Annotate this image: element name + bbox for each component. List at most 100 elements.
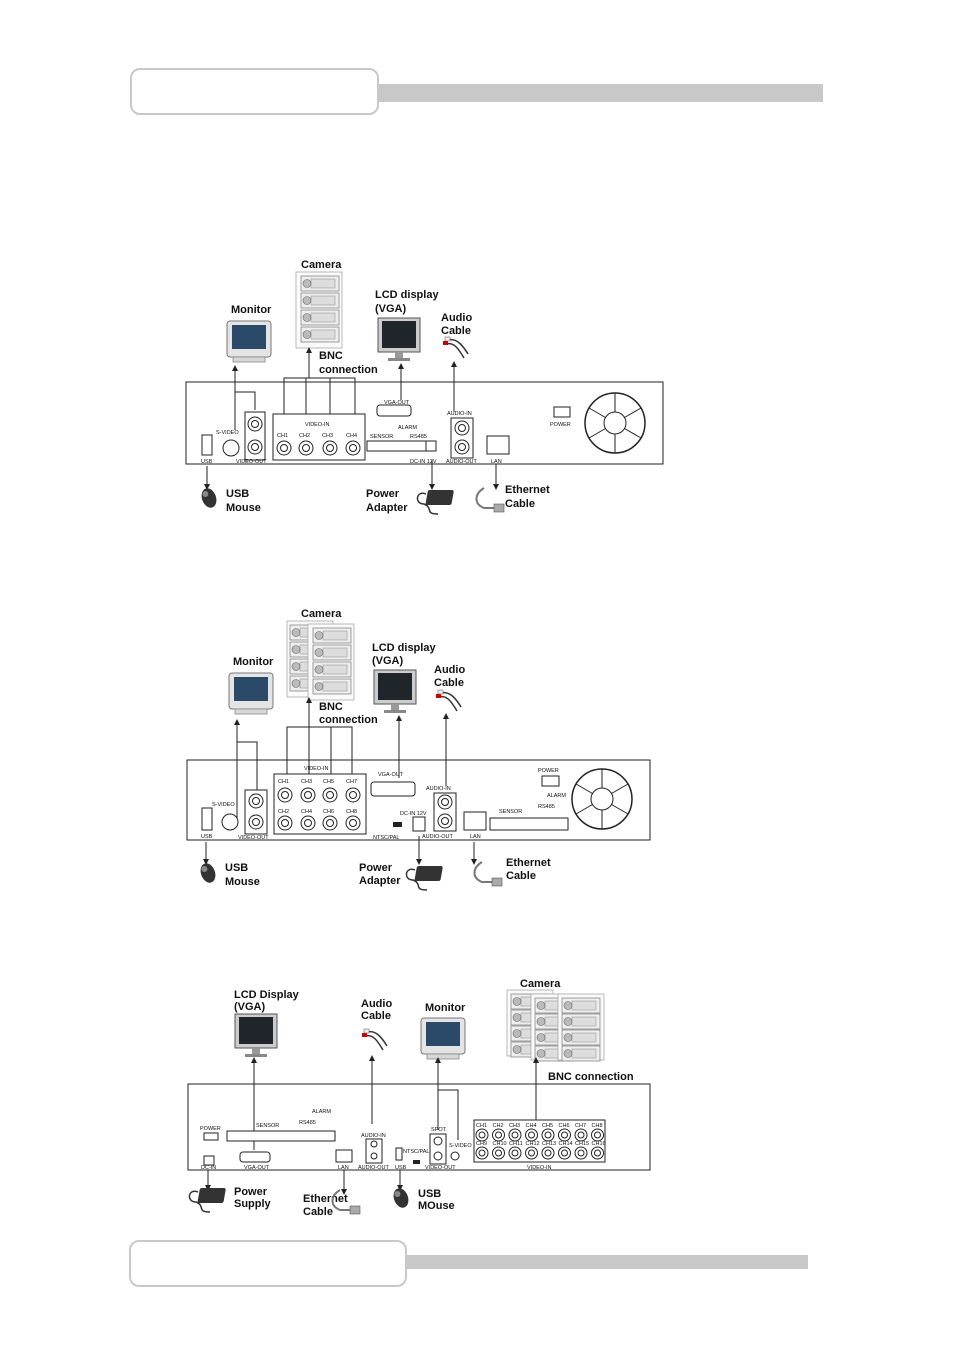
d2-port-ntscpal: NTSC/PAL [373, 835, 400, 841]
d2-port-power: POWER [538, 768, 559, 774]
d2-port-ch7: CH7 [346, 779, 357, 785]
d3-bnc-core-ch16 [594, 1149, 601, 1157]
d1-bnc-label-2: connection [319, 364, 378, 376]
d3-bnc-label: BNC connection [548, 1071, 634, 1083]
d3-port-ch3: CH3 [509, 1123, 520, 1129]
d3-monitor-icon [420, 1017, 466, 1060]
diagram-2: Camera Monitor LCD display (VGA) Audio C… [186, 608, 651, 891]
d1-port-ch4: CH4 [346, 433, 357, 439]
d1-port-videoin: VIDEO-IN [305, 422, 329, 428]
d3-port-ch7: CH7 [575, 1123, 586, 1129]
d2-port-dcin: DC-IN 12V [400, 811, 427, 817]
d2-lcd-icon [373, 669, 417, 714]
footer-tab [129, 1240, 407, 1287]
d1-port-ch2: CH2 [299, 433, 310, 439]
d3-bnc-core-ch12 [528, 1149, 535, 1157]
d3-bnc-core-ch3 [511, 1131, 519, 1139]
d3-audio-label-2: Cable [361, 1010, 391, 1022]
d3-port-audioout: AUDIO-OUT [358, 1165, 390, 1171]
d1-bnc-label: BNC [319, 350, 343, 362]
d3-bnc-core-ch8 [594, 1131, 601, 1139]
d3-bnc-core-ch9 [478, 1149, 486, 1157]
d1-usb-label: USB [226, 488, 249, 500]
d1-audio-label-2: Cable [441, 325, 471, 337]
d3-port-ch10: CH10 [493, 1141, 507, 1147]
d2-audio-cable-icon [435, 689, 462, 712]
d2-usb-mouse-icon [198, 861, 218, 885]
d3-lcd-icon [234, 1013, 278, 1058]
d2-power-label: Power [359, 862, 393, 874]
d3-eth-label: Ethernet [303, 1193, 348, 1205]
d2-port-vgaout: VGA-OUT [378, 772, 404, 778]
footer-bar [405, 1255, 808, 1269]
d3-usb-mouse-icon [391, 1186, 411, 1210]
d3-power-supply-icon [188, 1187, 227, 1213]
d3-lcd-label-2: (VGA) [234, 1001, 266, 1013]
d2-audio-label: Audio [434, 664, 465, 676]
d1-audio-label: Audio [441, 312, 472, 324]
d3-camera-label: Camera [520, 978, 561, 990]
d3-port-ntscpal: NTSC/PAL [403, 1149, 430, 1155]
d2-power-label-2: Adapter [359, 875, 401, 887]
d2-port-ch1: CH1 [278, 779, 289, 785]
d2-eth-label: Ethernet [506, 857, 551, 869]
d2-port-ch8: CH8 [346, 809, 357, 815]
d2-port-sensor: SENSOR [499, 809, 522, 815]
d3-port-ch2: CH2 [493, 1123, 504, 1129]
d2-port-videoout: VIDEO-OUT [238, 835, 269, 841]
d2-lcd-label-2: (VGA) [372, 655, 404, 667]
d3-audio-cable-icon [361, 1028, 388, 1051]
d3-port-ch5: CH5 [542, 1123, 553, 1129]
d1-port-ch1: CH1 [277, 433, 288, 439]
d2-port-audioout: AUDIO-OUT [422, 834, 454, 840]
d1-audio-cable-icon [442, 336, 469, 359]
d3-port-videoout: VIDEO-OUT [425, 1165, 456, 1171]
d1-port-usb: USB [201, 459, 213, 465]
d2-port-audioin: AUDIO-IN [426, 786, 451, 792]
d3-port-sensor: SENSOR [256, 1123, 279, 1129]
d2-lcd-label: LCD display [372, 642, 436, 654]
d3-port-ch16: CH16 [592, 1141, 606, 1147]
d3-usb-label: USB [418, 1188, 441, 1200]
d2-camera-label: Camera [301, 608, 342, 620]
d2-port-ch6: CH6 [323, 809, 334, 815]
d3-port-alarm: ALARM [312, 1109, 331, 1115]
d3-power-label: Power [234, 1186, 268, 1198]
d3-audio-label: Audio [361, 998, 392, 1010]
d3-monitor-label: Monitor [425, 1002, 466, 1014]
d1-port-dcin: DC-IN 12V [410, 459, 437, 465]
d3-bnc-core-ch2 [495, 1131, 502, 1139]
d2-port-ch2: CH2 [278, 809, 289, 815]
d3-port-ch6: CH6 [559, 1123, 570, 1129]
diagram-1: Camera Monitor LCD display (VGA) Audio C… [185, 259, 664, 515]
d3-bnc-core-ch5 [544, 1131, 552, 1139]
d2-port-ch5: CH5 [323, 779, 334, 785]
d2-power-adapter-icon [405, 865, 444, 891]
d3-port-vgaout: VGA-OUT [244, 1165, 270, 1171]
d1-eth-label: Ethernet [505, 484, 550, 496]
d3-port-ch15: CH15 [575, 1141, 589, 1147]
d3-port-ch1: CH1 [476, 1123, 487, 1129]
d3-port-ch13: CH13 [542, 1141, 556, 1147]
d2-port-alarm: ALARM [547, 793, 566, 799]
d3-bnc-core-ch15 [577, 1149, 585, 1157]
d3-port-rs485: RS485 [299, 1120, 316, 1126]
diagram-3: LCD Display (VGA) Audio Cable Monitor Ca… [187, 978, 651, 1218]
d3-port-power: POWER [200, 1126, 221, 1132]
d2-monitor-icon [228, 672, 274, 715]
d2-eth-label-2: Cable [506, 870, 536, 882]
d3-port-ch4: CH4 [526, 1123, 537, 1129]
d1-port-vgaout: VGA-OUT [384, 400, 410, 406]
d1-ethernet-cable-icon [475, 487, 505, 513]
d3-port-videoin: VIDEO-IN [527, 1165, 551, 1171]
d1-lcd-label-2: (VGA) [375, 303, 407, 315]
d3-bnc-core-ch4 [528, 1131, 535, 1139]
d1-port-lan: LAN [491, 459, 502, 465]
d3-port-lan: LAN [338, 1165, 349, 1171]
d3-bnc-core-ch1 [478, 1131, 486, 1139]
d2-audio-label-2: Cable [434, 677, 464, 689]
d1-lcd-label: LCD display [375, 289, 439, 301]
d1-port-power: POWER [550, 422, 571, 428]
d1-usb-label-2: Mouse [226, 502, 261, 514]
